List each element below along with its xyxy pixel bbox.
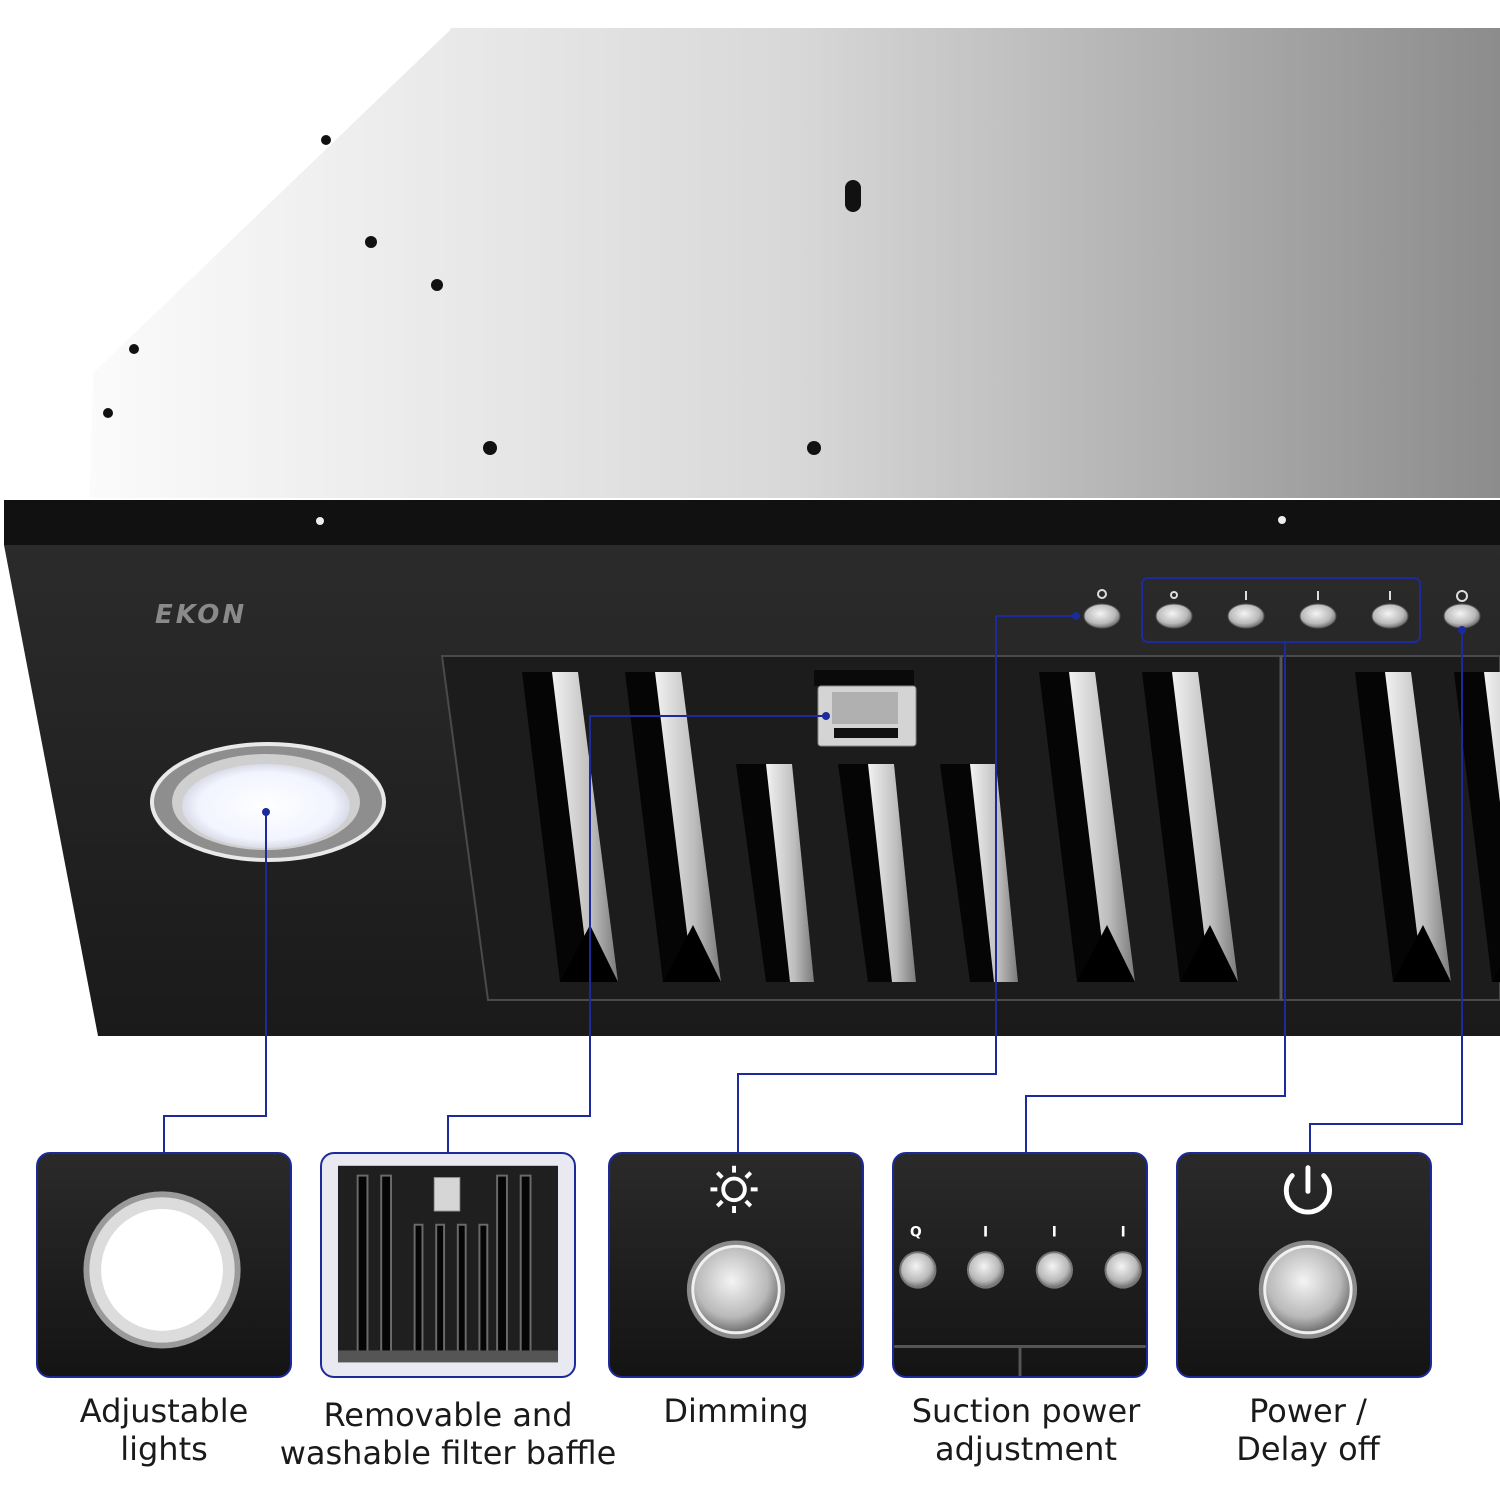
power-icon [1283,1165,1332,1215]
panel-filter-baffle [320,1152,576,1378]
ring-light-icon [83,1191,241,1349]
hood-top-plate [86,26,1500,499]
suction-mark-2: I [1052,1225,1057,1241]
fan-buttons-icon: Q I I I [894,1225,1146,1376]
dimming-button-icon [686,1165,786,1339]
caption-suction-power: Suction power adjustment [911,1392,1141,1468]
panel-adjustable-lights [36,1152,292,1378]
caption-adjustable-lights: Adjustable lights [79,1392,249,1468]
baffle-filter-icon [337,1165,559,1363]
hood-light [150,742,386,862]
suction-mark-3: I [1121,1225,1126,1241]
panel-dimming [608,1152,864,1378]
filter-handle [814,670,917,747]
caption-filter-baffle: Removable and washable filter baffle [279,1396,617,1472]
power-button-icon [1258,1165,1358,1339]
suction-mark-q: Q [910,1225,922,1241]
callout-lines [163,612,1466,1152]
caption-dimming: Dimming [663,1392,809,1430]
panel-suction-power: Q I I I [892,1152,1148,1378]
brand-logo: EKON [155,600,248,630]
baffle-blades [522,672,1500,982]
suction-mark-1: I [983,1225,988,1241]
sun-icon [710,1165,758,1213]
panel-power-delay [1176,1152,1432,1378]
hood-control-buttons [1083,577,1481,643]
caption-power-delay: Power / Delay off [1236,1392,1380,1468]
